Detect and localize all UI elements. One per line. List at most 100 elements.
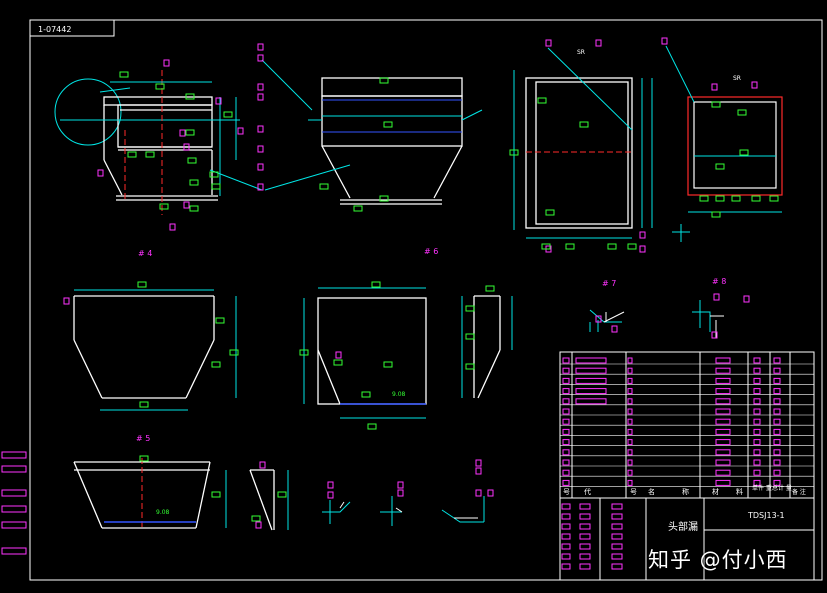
watermark: 知乎 @付小西 (648, 548, 788, 572)
annotation-sr-1: SR (577, 49, 585, 56)
note-tag-15 (379, 195, 389, 202)
bom-col-6: 料 (736, 487, 743, 496)
bom-row-mark-2 (627, 377, 633, 384)
corner-code-box (29, 19, 115, 37)
note-tag-42 (367, 423, 377, 430)
left-margin-marks (1, 451, 27, 555)
note-tag-28 (715, 163, 725, 170)
part-tag-23 (215, 97, 222, 105)
note-tag-20 (509, 149, 519, 156)
note-tag-34 (711, 211, 721, 218)
bom-row-w-12 (753, 479, 761, 486)
title-cell-b-1 (579, 513, 591, 520)
view-label-5: # 5 (136, 434, 150, 443)
bom-row-t-3 (773, 388, 781, 395)
bom-row-no-8 (562, 439, 570, 446)
bom-row-w-8 (753, 439, 761, 446)
bom-row-w-11 (753, 469, 761, 476)
corner-code: 1-07442 (38, 25, 71, 34)
part-tag-3 (257, 93, 264, 101)
bom-row-mat-5 (715, 408, 731, 415)
bom-row-mark-1 (627, 367, 633, 374)
part-tag-12 (711, 83, 718, 91)
bom-row-no-0 (562, 357, 570, 364)
title-cell-a-1 (561, 513, 571, 520)
title-cell-a-2 (561, 523, 571, 530)
bom-row-mat-9 (715, 449, 731, 456)
part-tag-20 (97, 169, 104, 177)
note-tag-33 (769, 195, 779, 202)
bom-row-w-0 (753, 357, 761, 364)
note-tag-19 (579, 121, 589, 128)
bom-row-t-4 (773, 398, 781, 405)
title-block: 号 代 号 名 称 材 料 单件 重 总计 量 备 注 头部漏 TDSJ13-1 (559, 351, 815, 581)
bom-col-2: 号 (630, 488, 637, 496)
view-box-section (665, 45, 783, 213)
bom-row-mat-7 (715, 428, 731, 435)
part-tag-33 (259, 461, 266, 469)
bom-row-t-7 (773, 428, 781, 435)
part-tag-36 (397, 481, 404, 489)
note-tag-10 (211, 183, 221, 190)
bom-row-mat-11 (715, 469, 731, 476)
bom-row-w-4 (753, 398, 761, 405)
bom-row-no-5 (562, 408, 570, 415)
note-tag-35 (137, 281, 147, 288)
part-tag-25 (595, 315, 602, 323)
part-tag-9 (595, 39, 602, 47)
note-tag-3 (223, 111, 233, 118)
bom-row-mark-12 (627, 479, 633, 486)
note-tag-6 (127, 151, 137, 158)
note-tag-21 (541, 243, 551, 250)
bom-row-no-10 (562, 459, 570, 466)
view-hopper-5 (73, 458, 227, 530)
view-label-7: # 7 (602, 279, 616, 288)
note-tag-50 (211, 491, 221, 498)
view-box-front (513, 47, 690, 242)
bom-row-w-2 (753, 377, 761, 384)
bom-row-mat-8 (715, 439, 731, 446)
bom-row-w-1 (753, 367, 761, 374)
note-tag-9 (209, 171, 219, 178)
part-tag-38 (335, 351, 342, 359)
part-tag-13 (639, 245, 646, 253)
part-tag-6 (257, 163, 264, 171)
bom-row-code-3 (575, 388, 607, 395)
bom-row-no-6 (562, 418, 570, 425)
bom-row-no-7 (562, 428, 570, 435)
bom-row-mark-5 (627, 408, 633, 415)
note-tag-23 (607, 243, 617, 250)
note-tag-17 (319, 183, 329, 190)
view-funnel-elevation (54, 70, 263, 215)
bom-row-mark-6 (627, 418, 633, 425)
title-cell-c-2 (611, 523, 623, 530)
bom-row-mark-11 (627, 469, 633, 476)
part-tag-16 (63, 297, 70, 305)
title-cell-b-5 (579, 553, 591, 560)
note-tag-37 (229, 349, 239, 356)
bom-row-t-0 (773, 357, 781, 364)
bom-row-w-6 (753, 418, 761, 425)
title-cell-a-5 (561, 553, 571, 560)
part-tag-4 (257, 125, 264, 133)
note-tag-51 (277, 491, 287, 498)
view-label-6: # 6 (424, 247, 438, 256)
title-cell-b-0 (579, 503, 591, 510)
part-tag-22 (169, 223, 176, 231)
bom-row-no-4 (562, 398, 570, 405)
note-tag-48 (333, 359, 343, 366)
part-tag-17 (179, 129, 186, 137)
bom-row-t-5 (773, 408, 781, 415)
title-cell-b-3 (579, 533, 591, 540)
bom-row-t-2 (773, 377, 781, 384)
note-tag-31 (731, 195, 741, 202)
note-tag-49 (139, 455, 149, 462)
bom-row-mat-6 (715, 418, 731, 425)
bom-row-mark-3 (627, 388, 633, 395)
part-tag-37 (397, 489, 404, 497)
part-tag-5 (257, 145, 264, 153)
bom-row-mark-9 (627, 449, 633, 456)
bom-row-no-12 (562, 479, 570, 486)
note-tag-44 (465, 305, 475, 312)
